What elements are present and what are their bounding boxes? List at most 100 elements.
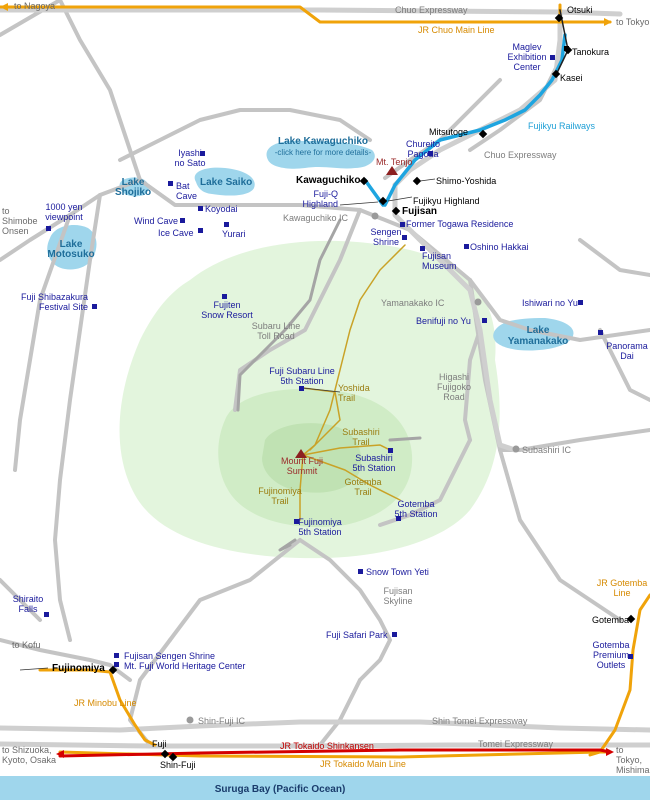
shin-tomei-label: Shin Tomei Expressway bbox=[432, 716, 528, 726]
mountain-toll-roads bbox=[236, 218, 422, 552]
subaru-5th-marker[interactable] bbox=[299, 386, 304, 391]
fuji-safari-marker[interactable] bbox=[392, 632, 397, 637]
fujisan-sengen-label[interactable]: Fujisan Sengen Shrine bbox=[124, 651, 216, 661]
chureito-label[interactable]: Chureito Pagoda bbox=[405, 139, 441, 159]
fujinomiya-label: Fujinomiya bbox=[52, 663, 105, 674]
former-togawa-marker[interactable] bbox=[400, 222, 405, 227]
chuo-expressway-top-label: Chuo Expressway bbox=[395, 5, 468, 15]
lake-motosuko bbox=[47, 225, 97, 270]
oshino-hakkai-marker[interactable] bbox=[464, 244, 469, 249]
yoshida-trail-label: Yoshida Trail bbox=[338, 383, 370, 403]
subashiri-5th-label[interactable]: Subashiri 5th Station bbox=[352, 453, 396, 473]
kawaguchiko-label: Kawaguchiko bbox=[296, 175, 361, 186]
tanokura-marker bbox=[564, 46, 569, 51]
ishiwari-label[interactable]: Ishiwari no Yu bbox=[522, 298, 578, 308]
fujisan-museum-label[interactable]: Fujisan Museum bbox=[422, 251, 457, 271]
suruga-bay-label: Suruga Bay (Pacific Ocean) bbox=[214, 784, 346, 795]
lake-saiko-label[interactable]: Lake Saiko bbox=[200, 177, 253, 188]
koyodai-marker[interactable] bbox=[198, 206, 203, 211]
benifuji-marker[interactable] bbox=[482, 318, 487, 323]
iyashi-marker[interactable] bbox=[200, 151, 205, 156]
arrow-to-tokyo-top bbox=[604, 18, 612, 26]
fujiten-label[interactable]: Fujiten Snow Resort bbox=[201, 300, 253, 320]
shibazakura-label[interactable]: Fuji Shibazakura Festival Site bbox=[20, 292, 88, 312]
lake-motosuko-label[interactable]: Lake Motosuko bbox=[47, 239, 95, 260]
sengen-shrine-label[interactable]: Sengen Shrine bbox=[370, 227, 402, 247]
fujisan-museum-marker[interactable] bbox=[420, 246, 425, 251]
yurari-label[interactable]: Yurari bbox=[222, 229, 246, 239]
suruga-bay-water bbox=[0, 776, 650, 800]
bat-cave-marker[interactable] bbox=[168, 181, 173, 186]
ice-cave-label[interactable]: Ice Cave bbox=[158, 228, 194, 238]
maglev-label[interactable]: Maglev Exhibition Center bbox=[507, 42, 547, 72]
sengen-shrine-marker[interactable] bbox=[402, 235, 407, 240]
fujisan-station-label: Fujisan bbox=[402, 206, 438, 217]
fujiq-highland-label[interactable]: Fuji-Q Highland bbox=[302, 189, 338, 209]
wind-cave-label[interactable]: Wind Cave bbox=[134, 216, 179, 226]
chureito-marker[interactable] bbox=[428, 151, 433, 156]
jr-chuo-main-line-label: JR Chuo Main Line bbox=[418, 25, 495, 35]
shiraito-marker[interactable] bbox=[44, 612, 49, 617]
fujinomiya-5th-marker[interactable] bbox=[294, 519, 299, 524]
fujinomiya-trail-label: Fujinomiya Trail bbox=[258, 486, 302, 506]
yen-viewpoint-marker[interactable] bbox=[46, 226, 51, 231]
ice-cave-marker[interactable] bbox=[198, 228, 203, 233]
shiraito-label[interactable]: Shiraito Falls bbox=[12, 594, 44, 614]
kawaguchiko-ic-label: Kawaguchiko IC bbox=[283, 213, 349, 223]
gotemba-trail-label: Gotemba Trail bbox=[344, 477, 382, 497]
benifuji-label[interactable]: Benifuji no Yu bbox=[416, 316, 471, 326]
yen-viewpoint-label[interactable]: 1000 yen viewpoint bbox=[45, 202, 83, 222]
snow-town-yeti-marker[interactable] bbox=[358, 569, 363, 574]
fujikyu-railways-label: Fujikyu Railways bbox=[528, 121, 596, 131]
lake-shojiko-label[interactable]: Lake Shojiko bbox=[114, 177, 152, 198]
former-togawa-label[interactable]: Former Togawa Residence bbox=[406, 219, 514, 229]
subashiri-trail-label: Subashiri Trail bbox=[342, 427, 380, 447]
heritage-center-label[interactable]: Mt. Fuji World Heritage Center bbox=[124, 661, 246, 671]
iyashi-label[interactable]: Iyashi no Sato bbox=[174, 148, 206, 168]
shibazakura-marker[interactable] bbox=[92, 304, 97, 309]
heritage-center-marker[interactable] bbox=[114, 662, 119, 667]
yamanakako-ic-label: Yamanakako IC bbox=[381, 298, 445, 308]
fuji-safari-label[interactable]: Fuji Safari Park bbox=[326, 630, 388, 640]
panorama-dai-label[interactable]: Panorama Dai bbox=[606, 341, 648, 361]
koyodai-label[interactable]: Koyodai bbox=[205, 204, 238, 214]
shin-fuji-ic-label: Shin-Fuji IC bbox=[198, 716, 246, 726]
arrow-west-shinkansen bbox=[56, 750, 64, 758]
jr-tokaido-shinkansen bbox=[58, 748, 612, 758]
fujiten-marker[interactable] bbox=[222, 294, 227, 299]
jr-chuo-main-line bbox=[0, 5, 612, 24]
fujinomiya-5th-label[interactable]: Fujinomiya 5th Station bbox=[298, 517, 342, 537]
panorama-dai-marker[interactable] bbox=[598, 330, 603, 335]
fujisan-sengen-marker[interactable] bbox=[114, 653, 119, 658]
mt-tenjo-peak-icon bbox=[386, 166, 398, 175]
gotemba-5th-marker[interactable] bbox=[396, 516, 401, 521]
subaru-5th-label[interactable]: Fuji Subaru Line 5th Station bbox=[269, 366, 335, 386]
snow-town-yeti-label[interactable]: Snow Town Yeti bbox=[366, 567, 429, 577]
climbing-trails bbox=[299, 244, 406, 521]
fuji-station-label: Fuji bbox=[152, 739, 167, 749]
gotemba-outlets-label[interactable]: Gotemba Premium Outlets bbox=[592, 640, 630, 670]
shimo-yoshida-label: Shimo-Yoshida bbox=[436, 176, 497, 186]
lake-kawaguchiko-note[interactable]: -click here for more details- bbox=[274, 148, 372, 157]
gotemba-5th-label[interactable]: Gotemba 5th Station bbox=[394, 499, 438, 519]
jr-tokaido-main-line-label: JR Tokaido Main Line bbox=[320, 759, 406, 769]
otsuki-label: Otsuki bbox=[567, 5, 593, 15]
subashiri-5th-marker[interactable] bbox=[388, 448, 393, 453]
yurari-marker[interactable] bbox=[224, 222, 229, 227]
gotemba-outlets-marker[interactable] bbox=[628, 654, 633, 659]
tomei-label: Tomei Expressway bbox=[478, 739, 554, 749]
subaru-toll-label: Subaru Line Toll Road bbox=[251, 321, 301, 341]
chuo-expressway-mid-label: Chuo Expressway bbox=[484, 150, 557, 160]
shin-fuji-label: Shin-Fuji bbox=[160, 760, 196, 770]
mt-tenjo-label: Mt. Tenjo bbox=[376, 157, 413, 167]
summit-peak-icon bbox=[295, 449, 307, 458]
lake-kawaguchiko-label[interactable]: Lake Kawaguchiko bbox=[277, 136, 369, 147]
maglev-marker[interactable] bbox=[550, 55, 555, 60]
expressways bbox=[0, 7, 650, 749]
ishiwari-marker[interactable] bbox=[578, 300, 583, 305]
oshino-hakkai-label[interactable]: Oshino Hakkai bbox=[470, 242, 529, 252]
jr-minobu-line-label: JR Minobu Line bbox=[74, 698, 137, 708]
lake-yamanakako-label[interactable]: Lake Yamanakako bbox=[507, 325, 569, 347]
bat-cave-label[interactable]: Bat Cave bbox=[176, 181, 198, 201]
wind-cave-marker[interactable] bbox=[180, 218, 185, 223]
